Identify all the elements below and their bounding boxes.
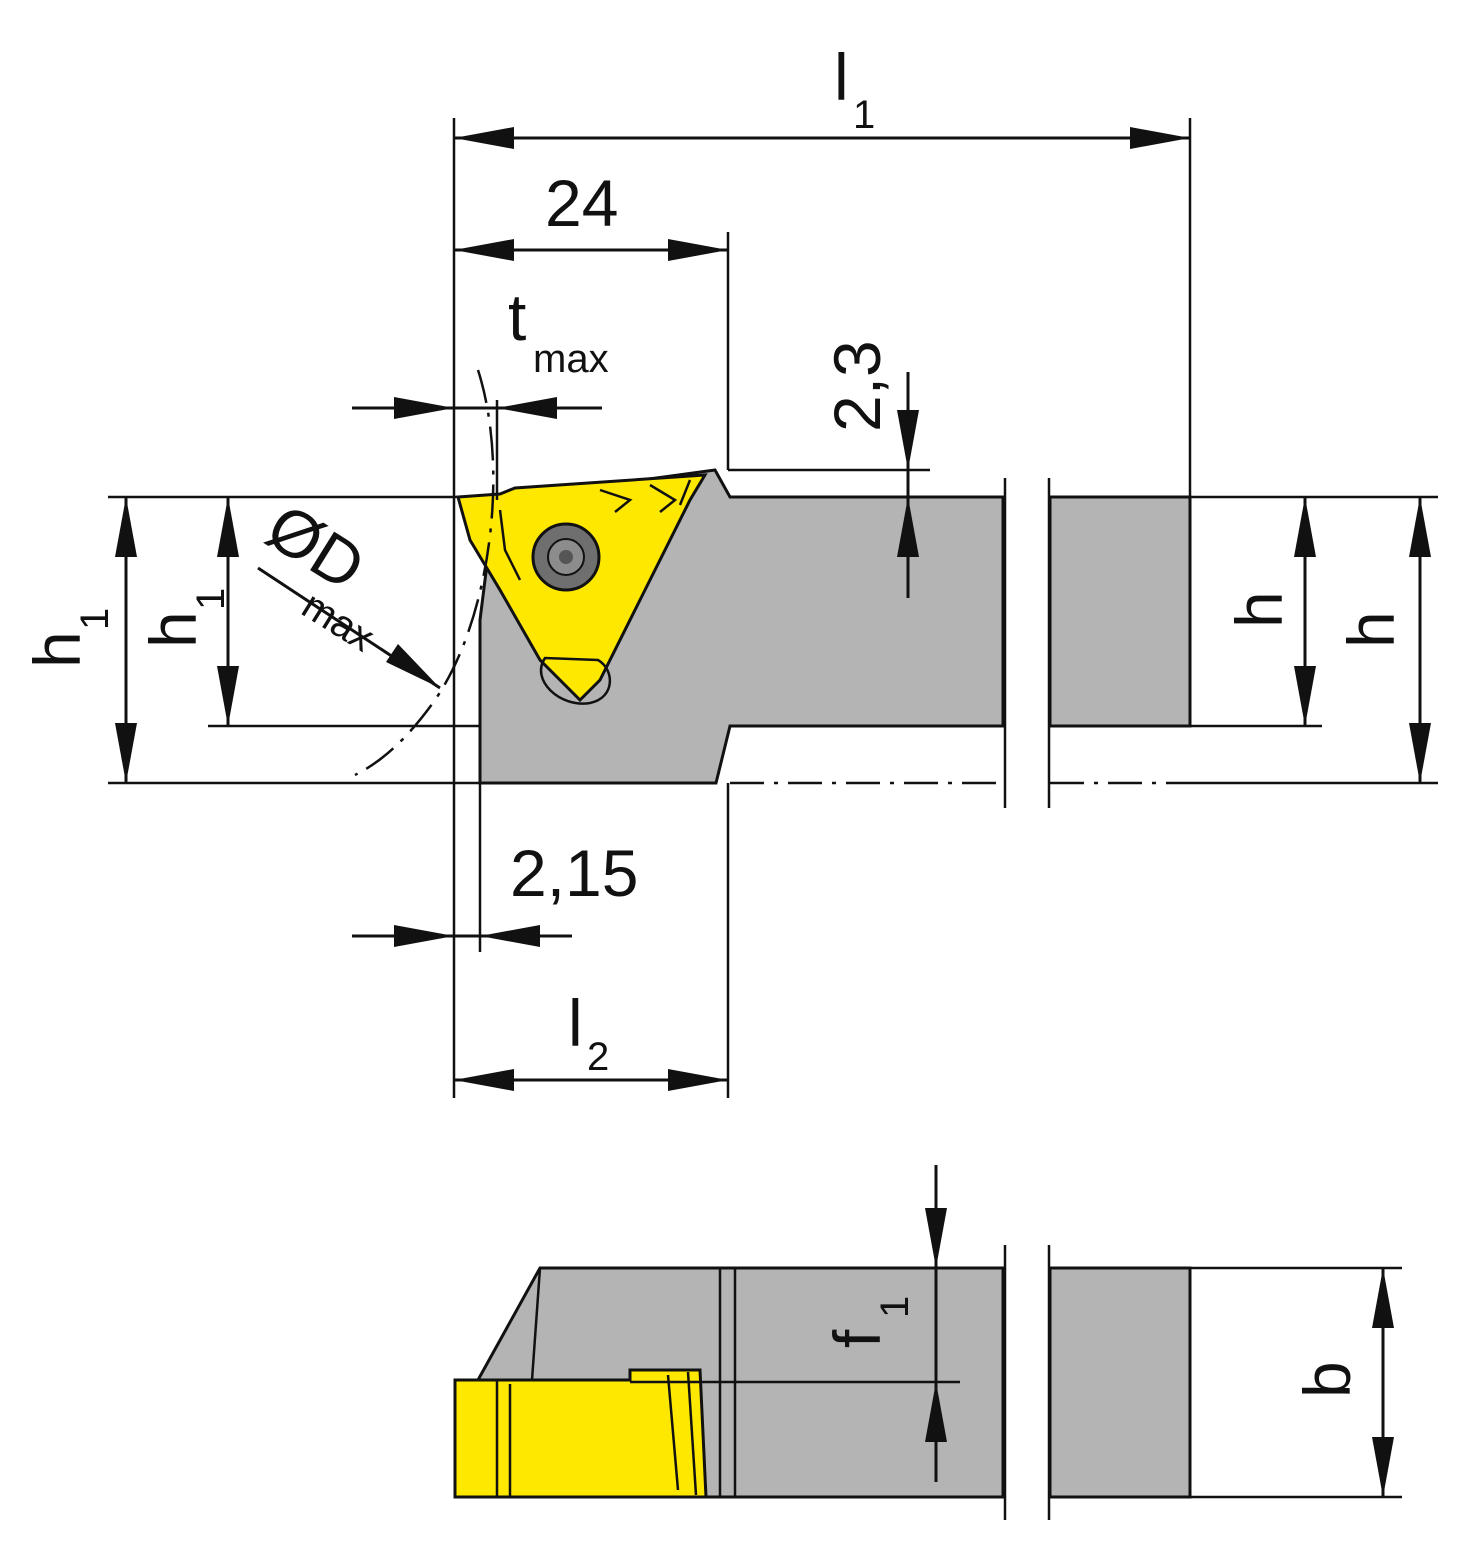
label-tmax-sub: max <box>533 337 609 381</box>
label-l2-main: l <box>568 986 583 1060</box>
label-24: 24 <box>545 166 618 240</box>
label-l1-main: l <box>834 40 849 114</box>
diameter-arc <box>354 369 495 777</box>
label-tmax-main: t <box>508 280 526 354</box>
label-2-3: 2,3 <box>820 340 894 432</box>
label-f1-sub: 1 <box>873 1296 917 1318</box>
threading-insert-side <box>453 1368 708 1499</box>
label-l1-sub: 1 <box>853 93 875 137</box>
break-lines-top <box>1003 478 1051 808</box>
label-dmax-sub: max <box>294 583 381 660</box>
label-b: b <box>1290 1361 1364 1398</box>
break-lines-side <box>1003 1245 1051 1520</box>
label-h1-outer-main: h <box>20 631 94 668</box>
threading-insert-top <box>456 473 708 705</box>
dimension-lines-side <box>630 1165 1402 1499</box>
label-h-inner: h <box>1222 591 1296 628</box>
dimension-lines-top <box>108 118 1438 1098</box>
label-l2-sub: 2 <box>587 1035 609 1079</box>
label-h-outer: h <box>1334 611 1408 648</box>
label-h1-outer-sub: 1 <box>73 608 117 630</box>
label-f1-main: f <box>820 1329 894 1348</box>
label-2-15: 2,15 <box>510 836 638 910</box>
label-h1-inner-main: h <box>136 611 210 648</box>
torx-screw-icon <box>531 522 601 592</box>
label-h1-inner-sub: 1 <box>189 588 233 610</box>
